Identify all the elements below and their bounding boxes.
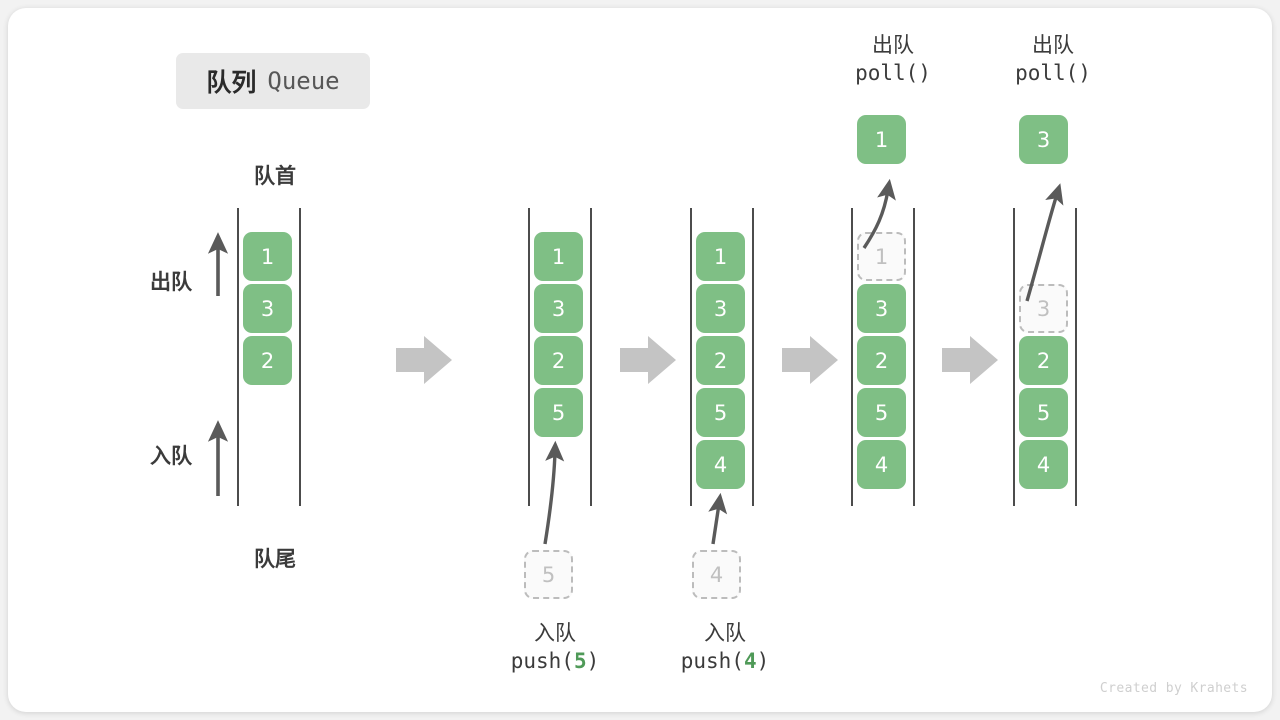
rail-right-col-4: [913, 208, 915, 506]
caption-push-5-line2: push(5): [470, 648, 640, 676]
caption-poll-2-line2: poll(): [1015, 60, 1091, 85]
caption-push-4-line2: push(4): [640, 648, 810, 676]
caption-push-5: 入队 push(5): [470, 620, 640, 675]
queue-cell[interactable]: 3: [1019, 284, 1068, 333]
queue-cell[interactable]: 3: [857, 284, 906, 333]
caption-poll-1: 出队 poll(): [803, 32, 983, 87]
rail-right-col-3: [752, 208, 754, 506]
queue-cell[interactable]: 2: [243, 336, 292, 385]
queue-cell[interactable]: 5: [534, 388, 583, 437]
caption-push-5-close: ): [586, 648, 600, 673]
queue-cell[interactable]: 1: [243, 232, 292, 281]
dequeue-side-label: 出队: [150, 270, 192, 294]
queue-cell[interactable]: 3: [243, 284, 292, 333]
title-en: Queue: [267, 67, 340, 95]
rail-right-col-1: [299, 208, 301, 506]
title-badge: 队列 Queue: [176, 53, 370, 109]
queue-cell[interactable]: 1: [534, 232, 583, 281]
push-5-arrow-icon: [543, 440, 565, 545]
step-arrow-4-icon: [942, 336, 998, 384]
caption-poll-1-line2: poll(): [855, 60, 931, 85]
caption-poll-2-line1: 出队: [1032, 33, 1074, 57]
rail-left-col-4: [851, 208, 853, 506]
caption-push-5-num: 5: [573, 648, 587, 673]
queue-cell[interactable]: 2: [534, 336, 583, 385]
queue-cell[interactable]: 2: [1019, 336, 1068, 385]
caption-push-4-num: 4: [743, 648, 757, 673]
step-arrow-1-icon: [396, 336, 452, 384]
arrow-overlay: [207, 178, 1064, 545]
caption-push-4-fn: push(: [680, 648, 744, 673]
queue-cell[interactable]: 4: [1019, 440, 1068, 489]
queue-cell[interactable]: 5: [1019, 388, 1068, 437]
queue-cell[interactable]: 1: [696, 232, 745, 281]
caption-push-4: 入队 push(4): [640, 620, 810, 675]
title-cn: 队列: [206, 68, 257, 97]
incoming-cell-4[interactable]: 4: [692, 550, 741, 599]
rail-left-col-3: [690, 208, 692, 506]
queue-cell[interactable]: 5: [857, 388, 906, 437]
queue-tail-label: 队尾: [254, 547, 296, 571]
queue-cell[interactable]: 2: [857, 336, 906, 385]
step-arrow-3-icon: [782, 336, 838, 384]
caption-push-5-fn: push(: [510, 648, 574, 673]
caption-push-5-line1: 入队: [534, 621, 576, 645]
diagram-card: 队列 Queue 队首 队尾 出队 入队 出队 poll() 出队 poll()…: [8, 8, 1272, 712]
queue-cell[interactable]: 4: [696, 440, 745, 489]
outgoing-cell-3[interactable]: 3: [1019, 115, 1068, 164]
rail-left-col-2: [528, 208, 530, 506]
queue-head-label: 队首: [254, 164, 296, 188]
outgoing-cell-1[interactable]: 1: [857, 115, 906, 164]
queue-cell[interactable]: 1: [857, 232, 906, 281]
queue-cell[interactable]: 4: [857, 440, 906, 489]
caption-push-4-line1: 入队: [704, 621, 746, 645]
rail-right-col-5: [1075, 208, 1077, 506]
caption-poll-2: 出队 poll(): [963, 32, 1143, 87]
rail-left-col-1: [237, 208, 239, 506]
queue-cell[interactable]: 5: [696, 388, 745, 437]
rail-left-col-5: [1013, 208, 1015, 506]
queue-cell[interactable]: 2: [696, 336, 745, 385]
watermark: Created by Krahets: [1099, 681, 1248, 696]
caption-push-4-close: ): [756, 648, 770, 673]
push-4-arrow-icon: [708, 492, 728, 545]
caption-poll-1-line1: 出队: [872, 33, 914, 57]
queue-cell[interactable]: 3: [696, 284, 745, 333]
enqueue-side-label: 入队: [150, 444, 192, 468]
step-arrow-2-icon: [620, 336, 676, 384]
incoming-cell-5[interactable]: 5: [524, 550, 573, 599]
queue-cell[interactable]: 3: [534, 284, 583, 333]
rail-right-col-2: [590, 208, 592, 506]
